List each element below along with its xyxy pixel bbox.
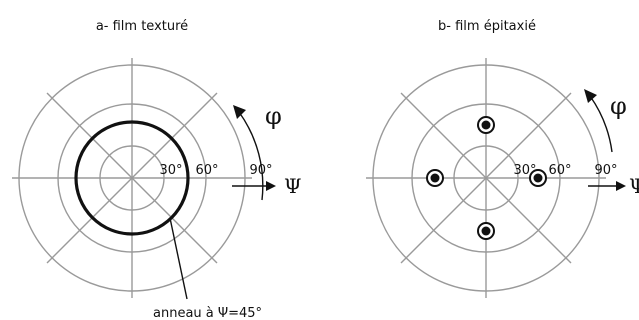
panel-a-annotation-leader	[169, 217, 188, 300]
panel-a-tick-60: 60°	[195, 163, 218, 178]
panel-a-tick-90: 90°	[249, 163, 272, 178]
panel-b-phi-arrow	[584, 89, 613, 153]
panel-b-diagonal-2	[400, 92, 572, 264]
panel-b-psi-arrowhead	[616, 181, 626, 191]
panel-a-polar-grid	[12, 58, 252, 298]
panel-b-phi-symbol: φ	[610, 92, 627, 120]
panel-a-tick-30: 30°	[159, 163, 182, 178]
panel-b-tick-60: 60°	[548, 163, 571, 178]
panel-a-textured-film: a- film texturé 30° 60° 90° Ψ φ annea	[12, 19, 302, 320]
panel-a-phi-arrowhead	[233, 105, 246, 119]
panel-a-tick-labels: 30° 60° 90°	[159, 163, 272, 178]
panel-b-epitaxial-film: b- film épitaxié	[366, 19, 639, 298]
panel-a-psi-arrowhead	[266, 181, 276, 191]
panel-b-poles	[426, 116, 547, 240]
pole-top	[477, 116, 495, 134]
pole-right	[529, 169, 547, 187]
panel-b-title: b- film épitaxié	[438, 19, 536, 34]
panel-a-psi-arrow	[232, 181, 276, 191]
panel-a-phi-arrow	[233, 105, 264, 201]
panel-a-phi-symbol: φ	[265, 102, 282, 130]
pole-bottom	[477, 222, 495, 240]
panel-b-phi-arrowhead	[584, 89, 597, 103]
panel-b-polar-grid	[366, 58, 606, 298]
panel-b-psi-arrow	[588, 181, 626, 191]
panel-b-psi-symbol: Ψ	[629, 174, 639, 198]
panel-a-texture-ring	[74, 120, 190, 236]
panel-a-diagonal-2	[46, 92, 218, 264]
panel-a-title: a- film texturé	[96, 19, 188, 34]
panel-b-tick-labels: 30° 60° 90°	[513, 163, 617, 178]
panel-a-ring-annotation: anneau à Ψ=45°	[153, 306, 262, 320]
panel-b-tick-30: 30°	[513, 163, 536, 178]
panel-a-psi-symbol: Ψ	[284, 174, 302, 198]
pole-left	[426, 169, 444, 187]
panel-b-tick-90: 90°	[594, 163, 617, 178]
